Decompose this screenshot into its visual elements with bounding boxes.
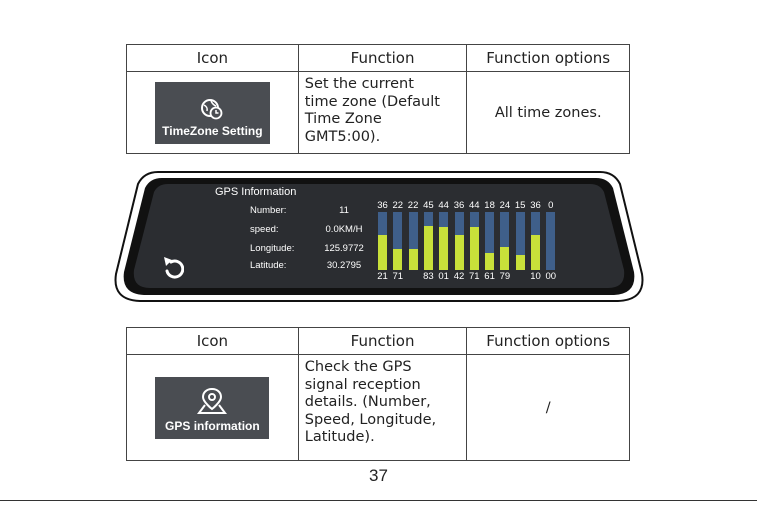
function-cell: Check the GPS signal reception details. … <box>297 354 468 461</box>
satellite-signal-label: 45 <box>423 200 434 211</box>
icon-cell: GPS information <box>126 354 299 461</box>
function-line: Check the GPS <box>304 359 412 375</box>
satellite-bar-track <box>408 212 418 270</box>
function-line: Set the current <box>304 76 414 92</box>
satellite-signal-label: 24 <box>499 200 511 211</box>
header-function-options: Function options <box>466 327 630 355</box>
clock-globe-icon <box>201 98 223 119</box>
satellite-id-label: 79 <box>499 271 511 282</box>
gps-label-number: Number: <box>250 205 287 216</box>
satellite-bar <box>485 253 495 270</box>
gps-information-label: GPS information <box>165 418 260 433</box>
function-line: Time Zone GMT5:00). <box>304 111 382 145</box>
satellite-signal-label: 22 <box>407 200 419 211</box>
satellite-bar-track <box>393 212 403 270</box>
gps-value-longitude: 125.9772 <box>324 243 364 254</box>
timezone-setting-tile: TimeZone Setting <box>154 81 270 144</box>
satellite-signal-label: 22 <box>392 200 404 211</box>
satellite-bar <box>469 227 479 270</box>
screen-title: GPS Information <box>215 186 297 198</box>
function-cell: Set the current time zone (Default Time … <box>297 71 468 154</box>
satellite-signal-label: 0 <box>548 200 554 211</box>
satellite-id-label: 83 <box>423 271 434 282</box>
satellite-bar <box>439 227 449 270</box>
timezone-setting-label: TimeZone Setting <box>162 123 263 138</box>
table-header-row: Icon Function Function options <box>126 44 630 72</box>
page-number: 37 <box>369 466 388 485</box>
header-icon: Icon <box>126 44 299 72</box>
gps-information-tile: GPS information <box>155 376 270 439</box>
satellite-bar <box>454 235 464 270</box>
satellite-signal-label: 36 <box>377 200 388 211</box>
table-row: GPS information Check the GPS signal rec… <box>126 354 630 461</box>
satellite-bar-track <box>500 212 510 270</box>
satellite-bar <box>515 255 525 270</box>
timezone-table: Icon Function Function options TimeZone … <box>126 44 630 154</box>
satellite-signal-label: 18 <box>484 200 495 211</box>
satellite-signal-label: 44 <box>438 200 449 211</box>
satellite-id-label: 42 <box>453 271 465 282</box>
header-function: Function <box>297 327 468 355</box>
satellite-signal-label: 36 <box>453 200 465 211</box>
satellite-signal-label: 44 <box>469 200 480 211</box>
satellite-signal-label: 15 <box>514 200 526 211</box>
icon-cell: TimeZone Setting <box>126 71 299 154</box>
gps-value-number: 11 <box>339 205 349 216</box>
satellite-bar-track <box>485 212 495 270</box>
satellite-bar-track <box>515 212 525 270</box>
gps-value-latitude: 30.2795 <box>326 260 362 271</box>
options-cell: All time zones. <box>466 71 630 154</box>
back-arrow-icon[interactable] <box>160 256 184 280</box>
satellite-id-label: 01 <box>438 271 449 282</box>
function-line: Latitude). <box>304 429 375 445</box>
function-line: signal reception <box>304 376 421 393</box>
gps-label-speed: speed: <box>250 224 279 235</box>
satellite-bar <box>531 235 540 270</box>
function-line: details. (Number, <box>304 394 431 410</box>
header-icon: Icon <box>126 327 299 355</box>
table-row: TimeZone Setting Set the current time zo… <box>126 71 630 154</box>
satellite-id-label: 71 <box>469 271 480 282</box>
function-line: time zone (Default <box>304 93 440 110</box>
map-pin-icon <box>197 387 228 414</box>
gps-label-latitude: Latitude: <box>250 260 287 271</box>
gps-value-speed: 0.0KM/H <box>325 224 363 235</box>
satellite-bar <box>423 226 433 270</box>
satellite-bar <box>393 249 403 270</box>
satellite-signal-label: 36 <box>530 200 541 211</box>
bottom-divider <box>0 500 757 501</box>
gps-information-screen: GPS Information Number: 11 speed: 0.0KM/… <box>114 170 644 303</box>
options-cell: / <box>466 354 630 461</box>
satellite-id-label: 71 <box>392 271 404 282</box>
satellite-bar-track <box>546 212 556 270</box>
satellite-id-label: 61 <box>484 271 495 282</box>
gps-label-longitude: Longitude: <box>250 243 295 254</box>
satellite-id-label: 00 <box>545 271 557 282</box>
gps-table: Icon Function Function options GPS infor… <box>126 327 630 461</box>
satellite-id-label: 21 <box>377 271 388 282</box>
header-function-options: Function options <box>466 44 630 72</box>
satellite-bar <box>500 247 510 270</box>
function-line: Speed, Longitude, <box>304 411 437 428</box>
satellite-bar <box>408 249 418 270</box>
table-header-row: Icon Function Function options <box>126 327 630 355</box>
satellite-id-label: 10 <box>530 271 541 282</box>
header-function: Function <box>297 44 468 72</box>
satellite-bar <box>378 235 387 270</box>
